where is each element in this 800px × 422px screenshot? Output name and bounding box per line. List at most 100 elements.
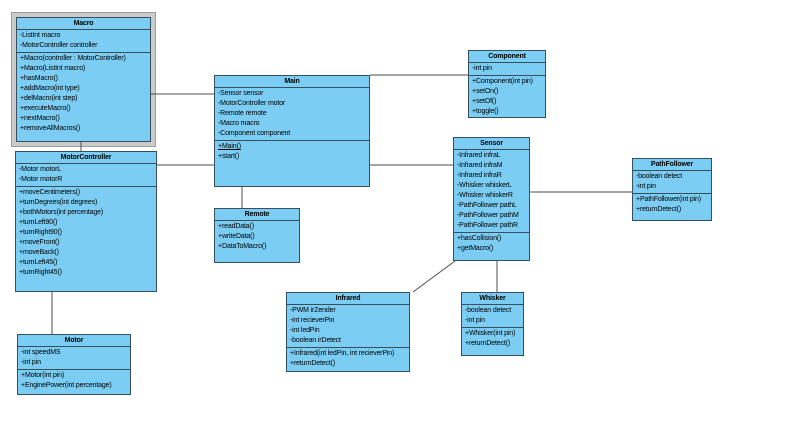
attribute-row: -int pin xyxy=(472,65,492,72)
method-row: +moveFront() xyxy=(19,239,60,246)
attribute-row: -MotorController motor xyxy=(218,100,286,107)
method-row: +addMacro(int type) xyxy=(20,85,80,92)
attributes-compartment: -Infrared infraL -Infrared infraM -Infrare… xyxy=(454,150,529,233)
method-row: +returnDetect() xyxy=(290,360,336,367)
attribute-row: -PWM irZender xyxy=(290,307,336,314)
attribute-row: -MotorController controller xyxy=(20,42,98,49)
attribute-row: -PathFollower pathL xyxy=(457,202,517,209)
method-row: +turnRight45() xyxy=(19,269,62,276)
method-row: +readData() xyxy=(218,223,254,230)
attribute-row: -Motor motorR xyxy=(19,176,63,183)
method-row: +setOf() xyxy=(472,98,497,105)
attribute-row: -Motor motorL xyxy=(19,166,62,173)
class-whisker[interactable]: Whisker -boolean detect -int pin +Whisker(i… xyxy=(461,292,524,356)
attribute-row: -int pin xyxy=(21,359,41,366)
attribute-row: -boolean irDetect xyxy=(290,337,341,344)
attributes-compartment: -ListInt macro -MotorController controlle… xyxy=(17,30,150,53)
methods-compartment: +Main() +start() xyxy=(215,141,369,186)
method-row: +Macro(controller : MotorController) xyxy=(20,55,126,62)
attributes-compartment: -int pin xyxy=(469,63,545,76)
method-row: +moveCentimeters() xyxy=(19,189,80,196)
class-remote[interactable]: Remote+readData()+writeData()+DataToMacr… xyxy=(214,208,300,263)
method-row: +delMacro(int step) xyxy=(20,95,78,102)
class-sensor[interactable]: Sensor-Infrared infraL-Infrared infraM-I… xyxy=(453,137,530,261)
attribute-row: -Component component xyxy=(218,130,291,137)
class-title: Infrared xyxy=(287,293,409,305)
attribute-row: -Macro macro xyxy=(218,120,260,127)
attributes-compartment: -int speedMS -int pin xyxy=(18,347,130,370)
attribute-row: -Infrared infraM xyxy=(457,162,503,169)
class-title: Whisker xyxy=(462,293,523,305)
methods-compartment: +Motor(int pin) +EnginePower(int percenta… xyxy=(18,370,130,394)
method-row: +hasMacro() xyxy=(20,75,58,82)
method-row: +Whisker(int pin) xyxy=(465,330,516,337)
method-row: +turnRight90() xyxy=(19,229,62,236)
class-title: Macro xyxy=(17,18,150,30)
class-title: Main xyxy=(215,76,369,88)
class-title: Sensor xyxy=(454,138,529,150)
class-title: PathFollower xyxy=(633,159,711,171)
class-infrared[interactable]: Infrared -PWM irZender -int recieverPin -in… xyxy=(286,292,410,372)
attribute-row: -PathFollower pathM xyxy=(457,212,519,219)
attribute-row: -int pin xyxy=(636,183,656,190)
class-pathfollower[interactable]: PathFollower -boolean detect -int pin +Path… xyxy=(632,158,712,221)
attribute-row: -ListInt macro xyxy=(20,32,61,39)
method-row: +hasCollision() xyxy=(457,235,502,242)
attribute-row: -Infrared infraR xyxy=(457,172,502,179)
attribute-row: -Infrared infraL xyxy=(457,152,501,159)
attributes-compartment: -boolean detect -int pin xyxy=(633,171,711,194)
methods-compartment: +Component(int pin) +setOn() +setOf() +togg… xyxy=(469,76,545,117)
method-row: +writeData() xyxy=(218,233,255,240)
attribute-row: -Sensor sensor xyxy=(218,90,264,97)
attribute-row: -Whisker whiskerL xyxy=(457,182,512,189)
method-row: +returnDetect() xyxy=(636,206,682,213)
method-row: +removeAllMacros() xyxy=(20,125,81,132)
method-row: +toggle() xyxy=(472,108,499,115)
method-row: +Main() xyxy=(218,143,241,150)
method-row: +Macro(ListInt macro) xyxy=(20,65,86,72)
methods-compartment: +moveCentimeters() +turnDegrees(int degre… xyxy=(16,187,156,291)
method-row: +moveBack() xyxy=(19,249,59,256)
method-row: +Component(int pin) xyxy=(472,78,533,85)
class-main[interactable]: Main -Sensor sensor -MotorController motor… xyxy=(214,75,370,187)
attributes-compartment: -Motor motorL -Motor motorR xyxy=(16,164,156,187)
method-row: +executeMacro() xyxy=(20,105,71,112)
attributes-compartment: -boolean detect -int pin xyxy=(462,305,523,328)
attribute-row: -boolean detect xyxy=(636,173,683,180)
method-row: +bothMotors(int percentage) xyxy=(19,209,104,216)
methods-compartment: +hasCollision()+getMacro() xyxy=(454,233,529,260)
attribute-row: -Remote remote xyxy=(218,110,267,117)
attribute-row: -int recieverPin xyxy=(290,317,335,324)
method-row: +turnLeft90() xyxy=(19,219,58,226)
method-row: +EnginePower(int percentage) xyxy=(21,382,112,389)
class-component[interactable]: Component -int pin +Component(int pin) +set… xyxy=(468,50,546,118)
method-row: +setOn() xyxy=(472,88,499,95)
method-row: +DataToMacro() xyxy=(218,243,267,250)
method-row: +start() xyxy=(218,153,240,160)
methods-compartment: +readData() +writeData() +DataToMacro() xyxy=(215,221,299,262)
connector-sensor-infrared[interactable] xyxy=(412,260,456,293)
class-motorcontroller[interactable]: MotorController-Motor motorL-Motor motor… xyxy=(15,151,157,292)
method-row: +Motor(int pin) xyxy=(21,372,65,379)
methods-compartment: +Infrared(int ledPin, int recieverPin) +r… xyxy=(287,348,409,371)
attribute-row: -int ledPin xyxy=(290,327,320,334)
attribute-row: -int pin xyxy=(465,317,485,324)
method-row: +turnLeft45() xyxy=(19,259,58,266)
attributes-compartment: -PWM irZender -int recieverPin -int ledPin… xyxy=(287,305,409,348)
class-motor[interactable]: Motor -int speedMS -int pin +Motor(int pin)… xyxy=(17,334,131,395)
method-row: +returnDetect() xyxy=(465,340,511,347)
method-row: +PathFollower(int pin) xyxy=(636,196,701,203)
method-row: +turnDegrees(int degrees) xyxy=(19,199,98,206)
attribute-row: -boolean detect xyxy=(465,307,512,314)
methods-compartment: +PathFollower(int pin) +returnDetect() xyxy=(633,194,711,220)
methods-compartment: +Macro(controller : MotorController) +Mac… xyxy=(17,53,150,141)
attributes-compartment: -Sensor sensor -MotorController motor -Rem… xyxy=(215,88,369,141)
method-row: +Infrared(int ledPin, int recieverPin) xyxy=(290,350,395,357)
class-title: Component xyxy=(469,51,545,63)
class-title: Motor xyxy=(18,335,130,347)
attribute-row: -int speedMS xyxy=(21,349,61,356)
attribute-row: -PathFollower pathR xyxy=(457,222,518,229)
class-macro[interactable]: Macro -ListInt macro -MotorController cont… xyxy=(16,17,151,142)
